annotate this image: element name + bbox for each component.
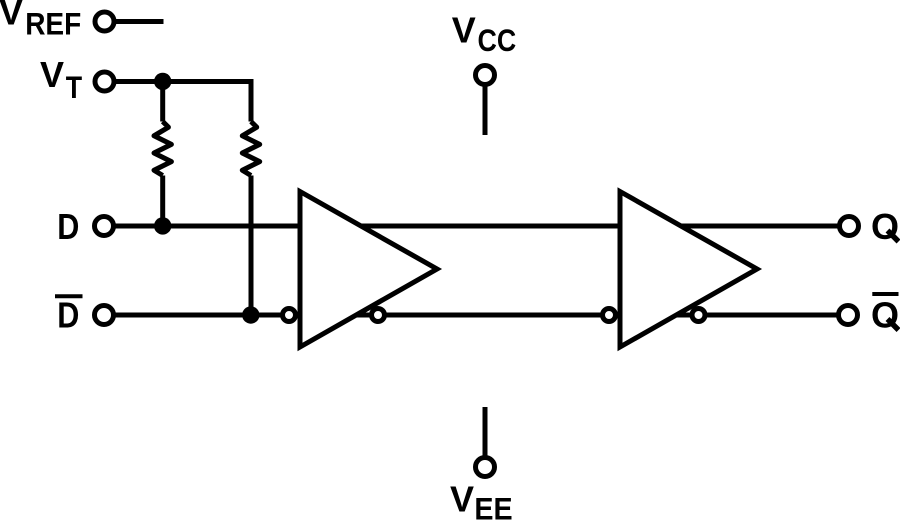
svg-text:V: V <box>450 479 474 520</box>
svg-text:T: T <box>66 71 82 105</box>
svg-text:REF: REF <box>25 7 81 42</box>
svg-text:V: V <box>452 10 476 51</box>
svg-text:D: D <box>57 208 79 248</box>
svg-text:D: D <box>57 296 79 336</box>
svg-text:V: V <box>40 54 64 95</box>
svg-text:EE: EE <box>474 492 512 520</box>
svg-text:V: V <box>0 0 23 33</box>
svg-text:CC: CC <box>478 24 517 58</box>
